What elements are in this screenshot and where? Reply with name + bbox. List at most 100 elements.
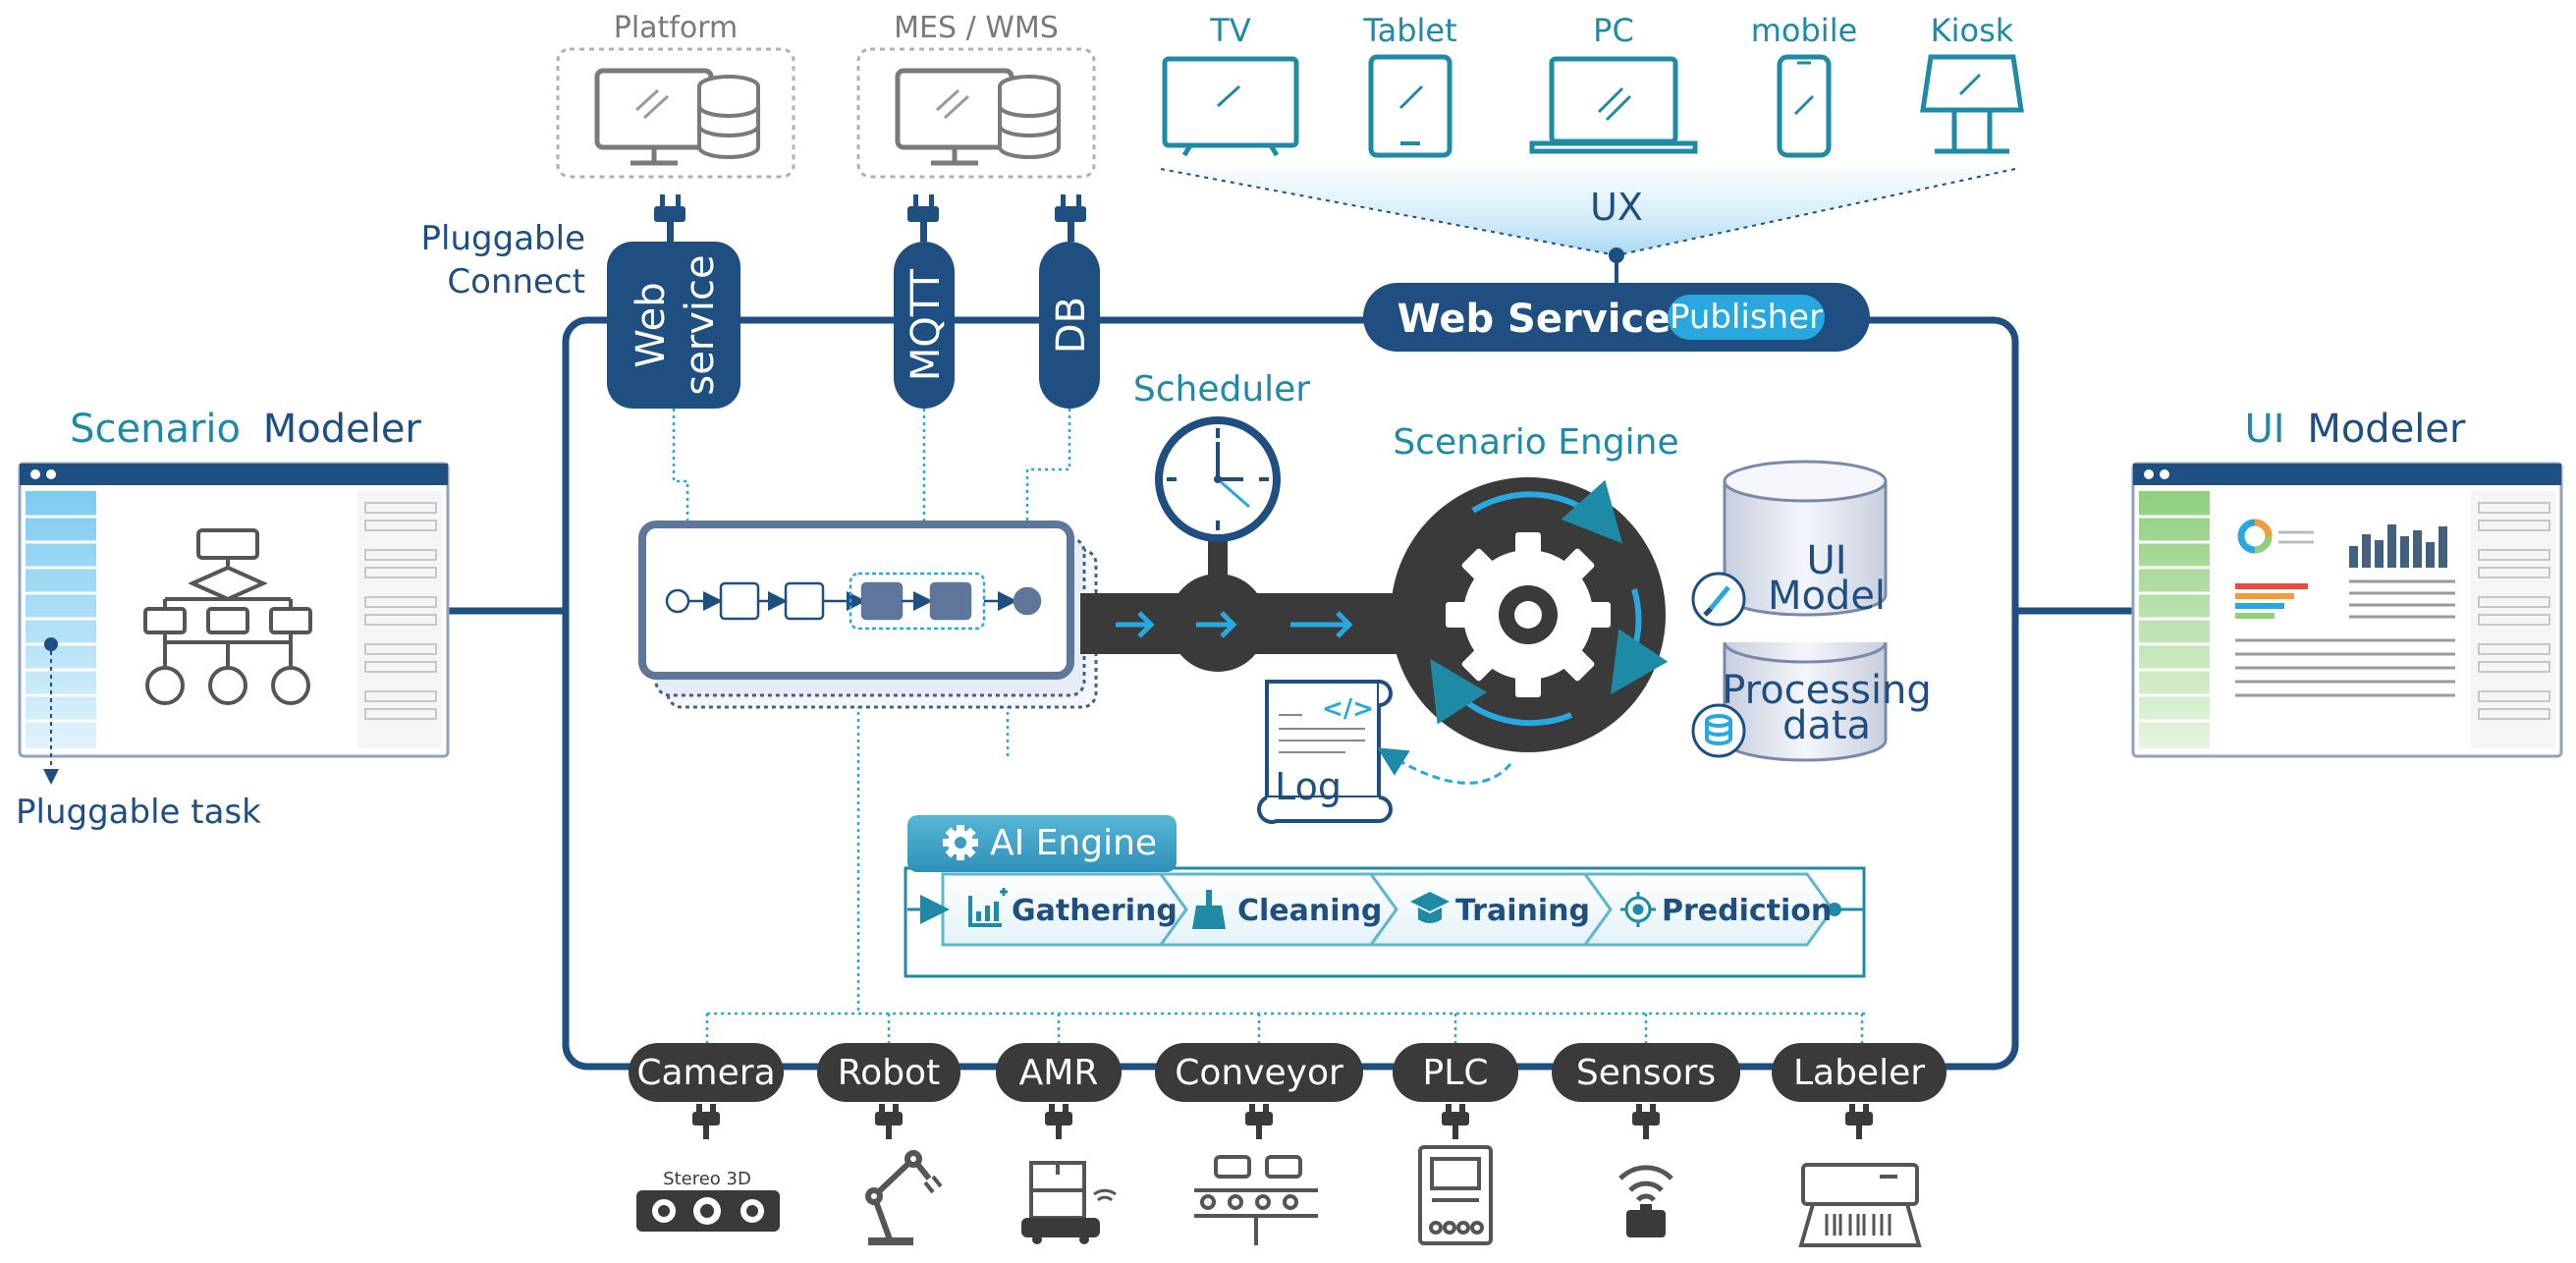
processing-data-label-line1: Processing: [1722, 668, 1932, 713]
device-amr-label: AMR: [1019, 1053, 1099, 1093]
step-gathering-label: Gathering: [1012, 894, 1178, 928]
log-document: </> Log: [1257, 680, 1512, 824]
ui-model-label-line2: Model: [1768, 574, 1886, 619]
web-service-label-line1: Web: [629, 282, 674, 367]
scenario-engine-label: Scenario Engine: [1393, 422, 1678, 463]
amr-icon: [1021, 1161, 1117, 1244]
device-tablet-label: Tablet: [1362, 12, 1456, 49]
scenario-modeler-panel: [357, 491, 442, 748]
ui-modeler-title-rest: Modeler: [2307, 407, 2466, 452]
graduation-cap-icon: [1410, 892, 1450, 923]
device-kiosk-label: Kiosk: [1931, 12, 2014, 49]
ux-label: UX: [1590, 186, 1643, 229]
broom-icon: [1192, 890, 1226, 929]
device-labeler-label: Labeler: [1793, 1053, 1925, 1093]
scenario-modeler-title-accent: Scenario: [70, 407, 241, 452]
publisher-badge: [1668, 295, 1825, 340]
web-service-connector[interactable]: Web service: [607, 242, 740, 409]
sensor-icon: [1618, 1165, 1673, 1237]
bottom-devices: Camera Robot AMR Conveyor PLC Sensors La…: [629, 1043, 1946, 1247]
pc-icon: [1529, 56, 1698, 154]
device-robot-label: Robot: [838, 1053, 940, 1093]
platform-label: Platform: [614, 11, 739, 45]
log-label: Log: [1275, 765, 1342, 808]
ai-engine-tab[interactable]: [907, 815, 1177, 872]
ui-modeler-title: UI Modeler: [2245, 407, 2467, 452]
connector-dotted-links: [672, 409, 1866, 1047]
device-camera-label: Camera: [636, 1053, 775, 1093]
device-conveyor-label: Conveyor: [1175, 1053, 1343, 1093]
device-conveyor[interactable]: Conveyor: [1155, 1043, 1363, 1102]
step-prediction: [1582, 872, 1835, 947]
scenario-modeler-title: Scenario Modeler: [70, 407, 421, 452]
ui-modeler-title-accent: UI: [2245, 407, 2285, 452]
ux-beam: [1161, 169, 2015, 255]
device-sensors[interactable]: Sensors: [1552, 1043, 1740, 1102]
monitor-icon: [594, 68, 714, 166]
mqtt-connector[interactable]: MQTT: [894, 242, 955, 409]
gear-icon: [1446, 532, 1611, 697]
scheduler-label: Scheduler: [1133, 369, 1310, 410]
stereo-camera-icon: Stereo 3D: [636, 1169, 780, 1232]
pluggable-connect-line2: Connect: [447, 262, 585, 302]
db-connector[interactable]: DB: [1039, 242, 1100, 409]
ai-engine-title: AI Engine: [990, 823, 1157, 863]
device-tv-label: TV: [1209, 12, 1251, 49]
device-sensors-label: Sensors: [1576, 1053, 1716, 1093]
plug-icon: [654, 194, 685, 242]
web-service-label-line2: service: [678, 254, 723, 395]
mqtt-label: MQTT: [904, 268, 949, 381]
device-plugs: [692, 1104, 1873, 1139]
web-service-publisher-bar[interactable]: Web Service Publisher: [1363, 283, 1870, 352]
code-icon: </>: [1322, 694, 1374, 724]
device-plc[interactable]: PLC: [1393, 1043, 1518, 1102]
stereo-3d-label: Stereo 3D: [663, 1169, 751, 1189]
plug-icon: [907, 194, 939, 242]
device-pc-label: PC: [1593, 12, 1634, 49]
web-service-title: Web Service: [1398, 297, 1672, 342]
step-training-label: Training: [1455, 894, 1590, 928]
flowchart-icon: [143, 528, 312, 705]
mobile-icon: [1777, 54, 1832, 158]
platform-source: Platform: [556, 11, 795, 242]
ui-model-label-line1: UI: [1806, 538, 1846, 583]
step-cleaning-label: Cleaning: [1237, 894, 1382, 928]
engine-pipe: [1080, 530, 1414, 672]
step-prediction-label: Prediction: [1662, 894, 1832, 928]
scenario-modeler-title-rest: Modeler: [263, 407, 422, 452]
ux-devices: TV Tablet PC mobile Kiosk: [1160, 12, 2024, 285]
ui-modeler-sidebar: [2139, 491, 2210, 748]
scenario-modeler: Scenario Modeler: [16, 407, 450, 832]
device-camera[interactable]: Camera: [629, 1043, 784, 1102]
device-plc-label: PLC: [1423, 1053, 1489, 1093]
db-label: DB: [1049, 297, 1094, 354]
publisher-badge-label: Publisher: [1670, 298, 1823, 337]
label-printer-icon: [1798, 1163, 1922, 1247]
tv-icon: [1162, 56, 1299, 157]
ui-modeler: UI Modeler: [2131, 407, 2563, 758]
scenario-flow-card: [638, 521, 1098, 709]
robot-arm-icon: [865, 1150, 943, 1245]
bpmn-flow: [665, 572, 1042, 631]
device-amr[interactable]: AMR: [996, 1043, 1122, 1102]
device-labeler[interactable]: Labeler: [1772, 1043, 1946, 1102]
ai-engine: AI Engine Gathering Cleaning Training: [904, 815, 1866, 978]
pluggable-connect-line1: Pluggable: [421, 219, 585, 258]
mes-wms-source: MES / WMS: [856, 11, 1096, 242]
database-icon: [697, 75, 760, 159]
plc-icon: [1418, 1145, 1493, 1245]
mes-wms-label: MES / WMS: [894, 11, 1059, 45]
database-icon: [998, 75, 1061, 159]
scenario-modeler-sidebar: [26, 491, 96, 748]
kiosk-icon: [1920, 54, 2024, 154]
device-robot[interactable]: Robot: [817, 1043, 960, 1102]
target-icon: [1620, 892, 1656, 927]
pluggable-task-label: Pluggable task: [16, 793, 261, 832]
monitor-icon: [895, 68, 1014, 166]
processing-data-label-line2: data: [1782, 703, 1871, 748]
device-mobile-label: mobile: [1751, 12, 1858, 49]
scenario-engine: [1391, 477, 1669, 752]
tablet-icon: [1368, 54, 1452, 158]
database-icon: [1705, 714, 1732, 745]
